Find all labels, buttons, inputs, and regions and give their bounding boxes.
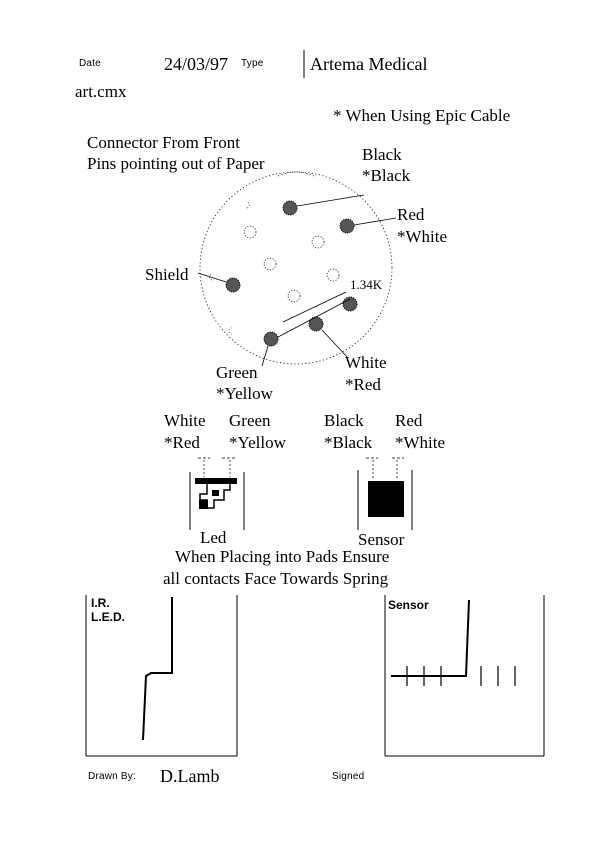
pin-empty [287,289,301,303]
type-value: Artema Medical [310,54,428,74]
led-wire-left: White [164,411,206,430]
pin-label-black: Black [362,145,402,164]
pin-black [282,200,298,216]
pin-label-black-epic: *Black [362,166,411,185]
pin-label-green-epic: *Yellow [216,384,273,403]
sensor-component [357,457,413,530]
resistor-label: 1.34K [350,277,383,292]
led-lens-bar [195,478,237,484]
pin-empty [263,257,277,271]
sensor-wire-left: Black [324,411,364,430]
ir-led-title-line2: L.E.D. [91,610,126,624]
type-label: Type [241,58,264,69]
pin-label-green: Green [216,363,258,382]
sensor-wire-right-epic: *White [395,433,446,452]
pin-empty [326,268,340,282]
pin-label-white-epic: *Red [345,375,381,394]
sensor-caption: Sensor [358,530,405,549]
pin-label-shield: Shield [145,265,189,284]
connector-notch [209,273,214,281]
sensor-curve [391,599,470,677]
date-label: Date [79,58,101,69]
ir-led-graph [85,595,238,757]
connector-outline [199,171,393,365]
sensor-body [368,481,404,517]
pin-red [339,218,355,234]
pin-empty [243,225,257,239]
sensor-graph [384,595,545,757]
led-component [189,457,245,530]
sensor-wire-right: Red [395,411,423,430]
placement-note-line2: all contacts Face Towards Spring [163,569,389,588]
sensor-wire-left-epic: *Black [324,433,373,452]
leader-lines [197,194,397,367]
pin-shield [225,277,241,293]
pin-green [263,331,279,347]
pin-empty [311,235,325,249]
connector-subtitle: Pins pointing out of Paper [87,154,265,173]
led-wire-right: Green [229,411,271,430]
led-wire-left-epic: *Red [164,433,200,452]
placement-note-line1: When Placing into Pads Ensure [175,547,390,566]
date-value: 24/03/97 [164,54,229,74]
drawn-by-value: D.Lamb [160,766,220,786]
sensor-ticks [406,666,516,686]
sensor-graph-title: Sensor [388,598,429,612]
connector-key [277,171,315,177]
ir-led-title-line1: I.R. [91,596,110,610]
pin-white [308,316,324,332]
filled-pins [225,200,358,347]
led-wire-right-epic: *Yellow [229,433,286,452]
connector-notch [228,327,235,335]
pin-label-red: Red [397,205,425,224]
empty-pins [243,225,340,303]
led-caption: Led [200,528,227,547]
file-name: art.cmx [75,82,127,101]
pin-label-red-epic: *White [397,227,448,246]
signed-label: Signed [332,771,365,782]
connector-notch [245,201,250,209]
ir-led-curve [142,597,173,741]
connector-title: Connector From Front [87,133,240,152]
epic-cable-note: * When Using Epic Cable [333,106,511,125]
drawn-by-label: Drawn By: [88,771,136,782]
pin-label-white: White [345,353,387,372]
